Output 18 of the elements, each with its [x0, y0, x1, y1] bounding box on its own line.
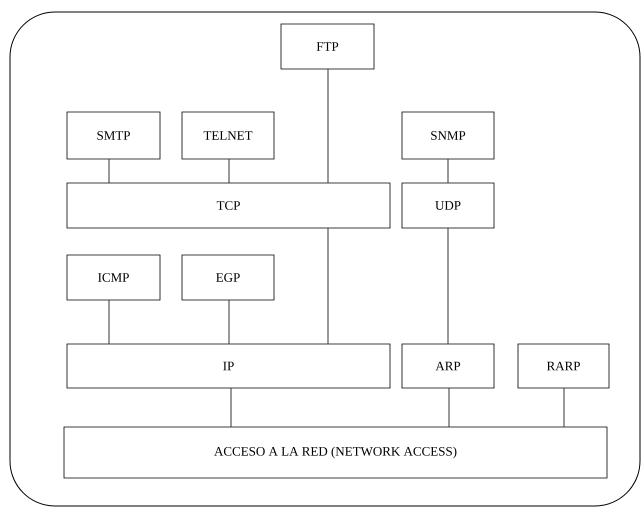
connector-line [230, 388, 232, 427]
connector-line [448, 388, 450, 427]
protocol-box: FTP [280, 24, 374, 70]
protocol-box: RARP [518, 344, 610, 388]
protocol-box: IP [66, 344, 390, 388]
protocol-box: ACCESO A LA RED (NETWORK ACCESS) [64, 426, 608, 478]
protocol-box: ARP [402, 344, 494, 388]
protocol-box: TELNET [182, 112, 274, 160]
protocol-box: SMTP [66, 112, 160, 160]
protocol-box: TCP [66, 182, 390, 228]
protocol-box: SNMP [402, 112, 494, 160]
protocol-box: UDP [402, 182, 494, 228]
protocol-box: EGP [182, 254, 274, 300]
connector-line [108, 158, 110, 183]
connector-line [228, 300, 230, 344]
connector-line [108, 300, 110, 344]
protocol-box: ICMP [66, 254, 160, 300]
connector-line [228, 158, 230, 183]
